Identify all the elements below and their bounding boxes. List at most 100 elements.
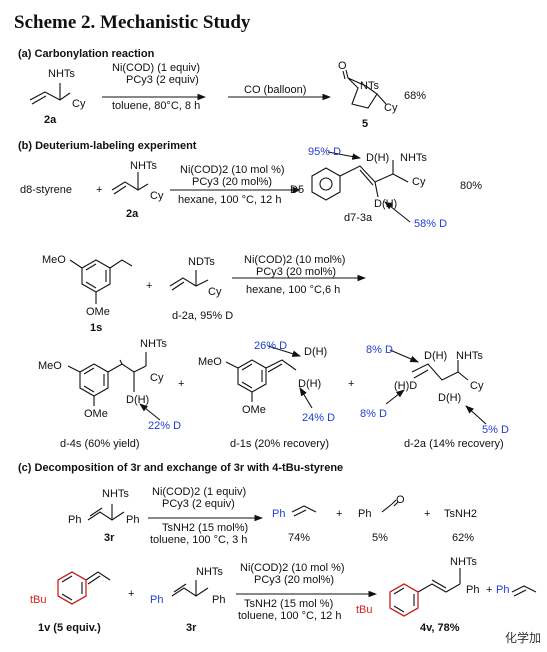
c1-plus-2: + bbox=[424, 508, 431, 520]
a-yield: 68% bbox=[404, 90, 427, 102]
b2-ome-top: MeO bbox=[42, 254, 66, 266]
c2-sm2-group: NHTs bbox=[196, 566, 223, 578]
d2a-pct-top: 8% D bbox=[366, 344, 393, 356]
scheme-title: Scheme 2. Mechanistic Study bbox=[14, 12, 251, 33]
c2-prod-label: 4v, 78% bbox=[420, 622, 460, 634]
b2-sm1-label: 1s bbox=[90, 322, 103, 334]
a-sm-label: 2a bbox=[44, 114, 57, 126]
c1-label: 3r bbox=[104, 532, 115, 544]
c1-p2-O: O bbox=[396, 494, 405, 506]
c2-1v-bonds bbox=[57, 571, 111, 605]
b1-plus: + bbox=[96, 184, 103, 196]
d4s-meo: MeO bbox=[38, 360, 62, 372]
a-prod-label: 5 bbox=[362, 118, 369, 130]
c1-p2-yield: 5% bbox=[372, 532, 388, 544]
d1s-arrow-bottom bbox=[299, 387, 313, 409]
b1-prod-label: d7-3a bbox=[344, 212, 373, 224]
c2-prod-group: NHTs bbox=[450, 556, 477, 568]
d2a-nhts: NHTs bbox=[456, 350, 483, 362]
c2-prod-ph: Ph bbox=[466, 584, 480, 596]
c2-sm2-ph-left: Ph bbox=[150, 594, 164, 606]
b1-yield: 80% bbox=[460, 180, 483, 192]
c1-styrene-bonds bbox=[291, 505, 317, 517]
b1-sm1: d8-styrene bbox=[20, 184, 72, 196]
d1s-label: d-1s (20% recovery) bbox=[230, 438, 330, 450]
a-prod-N: NTs bbox=[360, 80, 379, 92]
c2-tbu: tBu bbox=[30, 594, 47, 606]
c2-styrene-bonds bbox=[511, 585, 537, 597]
c2-4v-bonds bbox=[389, 568, 461, 617]
c2-cond-line4: toluene, 100 °C, 12 h bbox=[238, 610, 342, 622]
a-cond2: CO (balloon) bbox=[244, 84, 307, 96]
b2-ome-bottom: OMe bbox=[86, 306, 110, 318]
d1s-arrow-top bbox=[267, 345, 302, 357]
c2-sm2-label: 3r bbox=[186, 622, 197, 634]
b1-sm2-sub: Cy bbox=[150, 190, 164, 202]
c1-cond-line3: TsNH2 (15 mol%) bbox=[162, 522, 249, 534]
c1-p3: TsNH2 bbox=[444, 508, 478, 520]
d4s-cy: Cy bbox=[150, 372, 164, 384]
d2a-arrow-top bbox=[389, 349, 420, 363]
c2-plus-2: + bbox=[486, 584, 493, 596]
c1-group: NHTs bbox=[102, 488, 129, 500]
c1-p2-ph: Ph bbox=[358, 508, 372, 520]
c1-benzaldehyde-bonds bbox=[381, 499, 399, 513]
a-prod-Cy: Cy bbox=[384, 102, 398, 114]
d2a-bonds bbox=[411, 360, 469, 381]
b2-cond-line2: PCy3 (20 mol%) bbox=[256, 266, 337, 278]
a-substrate-bonds bbox=[29, 83, 71, 105]
c2-sm1-label: 1v (5 equiv.) bbox=[38, 622, 101, 634]
d1s-pct-top: 26% D bbox=[254, 340, 288, 352]
c1-p1-ph: Ph bbox=[272, 508, 286, 520]
d4s-arrow bbox=[139, 403, 161, 421]
b1-dh-bottom: D(H) bbox=[374, 198, 398, 210]
c1-3r-bonds bbox=[87, 504, 125, 521]
b1-cy: Cy bbox=[412, 176, 426, 188]
b2-cond-line1: Ni(COD)2 (10 mol%) bbox=[244, 254, 346, 266]
d2a-dh-left: (H)D bbox=[394, 380, 418, 392]
b1-pct-bottom: 58% D bbox=[414, 218, 448, 230]
c2-prod-tbu: tBu bbox=[356, 604, 373, 616]
d1s-meo: MeO bbox=[198, 356, 222, 368]
b1-nhts: NHTs bbox=[400, 152, 427, 164]
b2-sm2-sub: Cy bbox=[208, 286, 222, 298]
b1-cond-line3: hexane, 100 °C, 12 h bbox=[178, 194, 282, 206]
b1-cond-line1: Ni(COD)2 (10 mol %) bbox=[180, 164, 285, 176]
d1s-ome: OMe bbox=[242, 404, 266, 416]
a-sm-sub: Cy bbox=[72, 98, 86, 110]
b1-sm2-label: 2a bbox=[126, 208, 139, 220]
a-cond-line3: toluene, 80°C, 8 h bbox=[112, 100, 201, 112]
b2-sm2-group: NDTs bbox=[188, 256, 215, 268]
c1-p3-yield: 62% bbox=[452, 532, 475, 544]
c1-p1-yield: 74% bbox=[288, 532, 311, 544]
section-c-heading: (c) Decomposition of 3r and exchange of … bbox=[18, 462, 344, 474]
b1-arrow-95 bbox=[327, 151, 362, 160]
b2-2a-bonds bbox=[169, 270, 209, 291]
d2a-pct-right: 5% D bbox=[482, 424, 509, 436]
a-lactam-ring bbox=[342, 69, 387, 109]
b2-1s-bonds bbox=[69, 259, 133, 304]
c2-3r-bonds bbox=[171, 580, 209, 597]
a-prod-O: O bbox=[338, 60, 347, 72]
c1-cond-line1: Ni(COD)2 (1 equiv) bbox=[152, 486, 247, 498]
d2a-arrow-left bbox=[385, 389, 405, 405]
b1-cond-line2: PCy3 (20 mol%) bbox=[192, 176, 273, 188]
b1-substrate-bonds bbox=[111, 172, 149, 195]
b1-d5: D5 bbox=[290, 184, 305, 196]
a-sm-group: NHTs bbox=[48, 68, 75, 80]
d4s-dh: D(H) bbox=[126, 394, 150, 406]
c1-cond-line4: toluene, 100 °C, 3 h bbox=[150, 534, 248, 546]
d4s-label: d-4s (60% yield) bbox=[60, 438, 140, 450]
b1-dh-top: D(H) bbox=[366, 152, 390, 164]
products-plus-1: + bbox=[178, 378, 185, 390]
d1s-bonds bbox=[225, 359, 297, 402]
watermark-logo: 化学加 bbox=[504, 631, 541, 645]
c1-cond-line2: PCy3 (2 equiv) bbox=[162, 498, 235, 510]
d2a-arrow-right bbox=[465, 405, 487, 425]
d4s-pct: 22% D bbox=[148, 420, 182, 432]
products-plus-2: + bbox=[348, 378, 355, 390]
b1-sm2-group: NHTs bbox=[130, 160, 157, 172]
c2-extra-ph: Ph bbox=[496, 584, 510, 596]
d1s-pct-bottom: 24% D bbox=[302, 412, 336, 424]
